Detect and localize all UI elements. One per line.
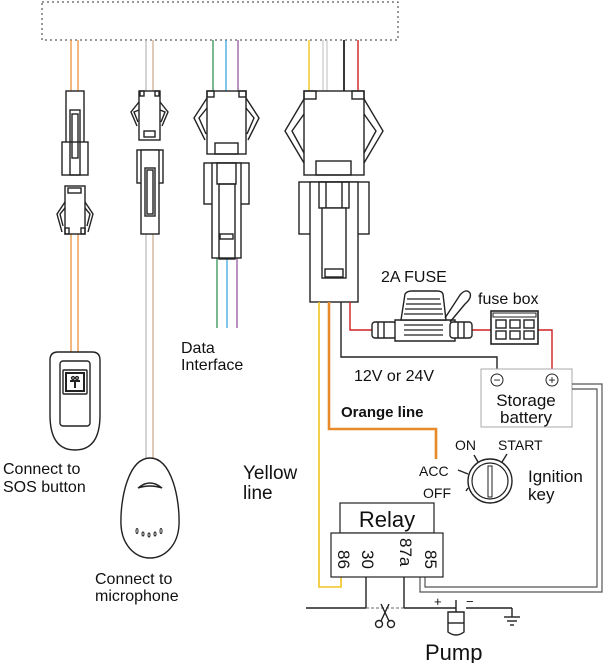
scissors-icon [374,603,396,629]
tracker-device-box [41,1,399,41]
voltage-label: 12V or 24V [354,368,434,385]
microphone-label-line2: microphone [95,588,179,605]
data-interface-cable [212,40,239,328]
ignition-acc-label: ACC [419,463,449,479]
relay-label: Relay [359,507,415,532]
power-connector-male [298,181,370,303]
sos-cable [70,40,79,352]
microphone-connector-male [136,149,164,235]
relay-pin-87a: 87a [396,538,415,567]
fuse-icon [371,290,473,342]
sos-button-device[interactable] [49,351,101,451]
power-cable-top [308,40,359,91]
orange-wire [327,302,438,459]
battery-negative-terminal: − [493,373,500,387]
storage-battery: − + Storage battery [480,368,573,428]
battery-to-relay-85-wire [419,383,603,593]
battery-to-relay-85-wire-inner [424,388,598,588]
data-interface-connector-male [203,162,250,260]
sos-label-line2: SOS button [3,479,86,496]
pump-label: Pump [425,640,482,663]
ignition-key-label-line1: Ignition [528,467,583,486]
data-interface-label-line2: Interface [181,357,243,374]
red-wire-box-to-battery [538,329,553,370]
yellow-line-label-line1: Yellow [243,463,298,484]
data-interface-connector-female [193,90,260,155]
relay-pin-30: 30 [358,550,377,569]
microphone-label-line1: Connect to [95,571,172,588]
relay-pin-86: 86 [334,550,353,569]
microphone-device[interactable] [120,457,180,559]
sos-connector-male [61,90,89,176]
ignition-key-switch[interactable] [457,453,513,504]
microphone-connector-female [130,90,169,141]
sos-label-line1: Connect to [3,461,80,478]
yellow-line-label-line2: line [243,483,273,504]
relay: Relay 86 30 87a 85 [330,502,444,578]
fuse-box-icon [490,310,539,345]
red-wire [349,302,372,331]
pump-minus: − [466,594,474,609]
pump-circuit-wires [306,577,520,626]
ignition-start-label: START [498,437,543,453]
microphone-cable [145,40,154,458]
data-interface-label-line1: Data [181,340,215,357]
fuse-label: 2A FUSE [381,269,447,286]
ignition-on-label: ON [455,437,476,453]
battery-label-line2: battery [500,408,552,427]
relay-pin-85: 85 [421,550,440,569]
battery-label-line1: Storage [496,391,556,410]
sos-connector-female [56,185,94,235]
ignition-off-label: OFF [423,485,451,501]
fuse-box-label: fuse box [478,291,538,308]
pump-icon: + − [434,594,474,636]
ignition-key-label-line2: key [528,485,555,504]
orange-line-label: Orange line [341,404,424,421]
yellow-wire [318,302,342,588]
power-connector-female [284,90,384,176]
pump-plus: + [434,594,442,609]
black-wire [340,302,498,370]
battery-positive-terminal: + [548,373,555,387]
